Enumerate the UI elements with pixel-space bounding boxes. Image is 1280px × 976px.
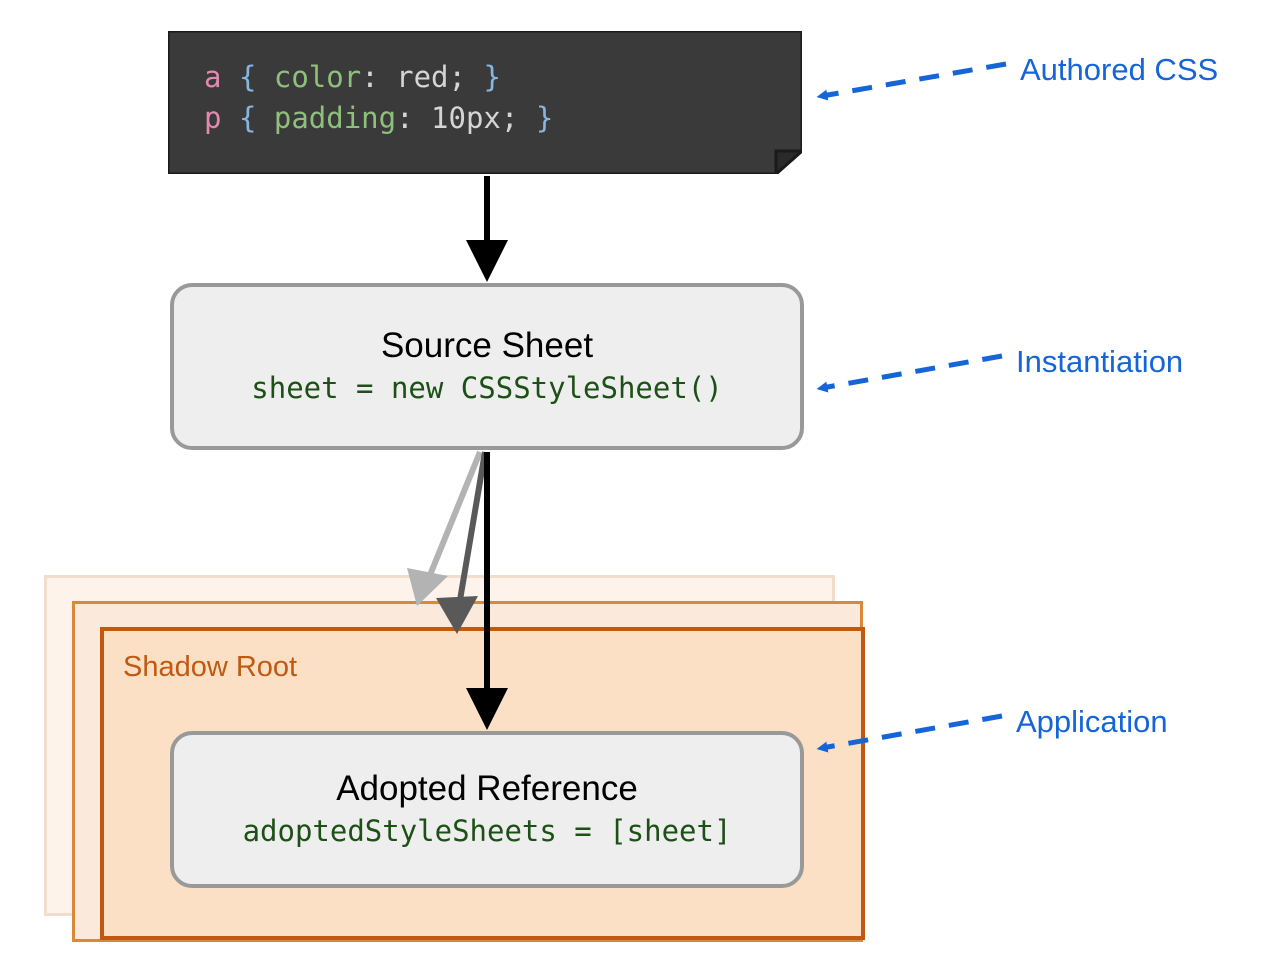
code-block-shape bbox=[166, 29, 806, 178]
css-property: color bbox=[273, 60, 362, 94]
code-line-2: p { padding: 10px; } bbox=[204, 98, 553, 139]
css-semicolon: ; bbox=[448, 60, 466, 94]
css-property: padding bbox=[273, 101, 397, 135]
arrow-authored-css-to-source-sheet bbox=[466, 176, 508, 282]
node-source-sheet-title: Source Sheet bbox=[380, 325, 594, 365]
annotation-label-instantiation: Instantiation bbox=[1016, 344, 1184, 379]
shadow-root-label: Shadow Root bbox=[123, 651, 298, 683]
node-source-sheet-code: sheet = new CSSStyleSheet() bbox=[251, 370, 723, 405]
css-colon: : bbox=[396, 101, 414, 135]
css-open-brace: { bbox=[238, 101, 257, 135]
css-value: 10px bbox=[431, 101, 501, 135]
css-open-brace: { bbox=[238, 60, 257, 94]
css-semicolon: ; bbox=[500, 101, 519, 135]
node-adopted-reference: Adopted Reference adoptedStyleSheets = [… bbox=[170, 731, 804, 888]
node-source-sheet: Source Sheet sheet = new CSSStyleSheet() bbox=[170, 283, 804, 450]
css-colon: : bbox=[361, 60, 379, 94]
code-line-1: a { color: red; } bbox=[204, 57, 501, 98]
css-selector: p bbox=[204, 101, 222, 135]
css-value: red bbox=[396, 60, 449, 94]
annotation-label-application: Application bbox=[1016, 704, 1168, 739]
node-adopted-reference-code: adoptedStyleSheets = [sheet] bbox=[242, 813, 732, 848]
css-selector: a bbox=[204, 60, 222, 94]
node-adopted-reference-title: Adopted Reference bbox=[336, 768, 638, 808]
leader-instantiation bbox=[816, 353, 1003, 393]
css-close-brace: } bbox=[483, 60, 501, 94]
leader-authored-css bbox=[816, 61, 1007, 101]
css-close-brace: } bbox=[535, 101, 554, 135]
annotation-label-authored-css: Authored CSS bbox=[1020, 52, 1219, 87]
authored-css-code-block: a { color: red; } p { padding: 10px; } bbox=[166, 29, 806, 178]
